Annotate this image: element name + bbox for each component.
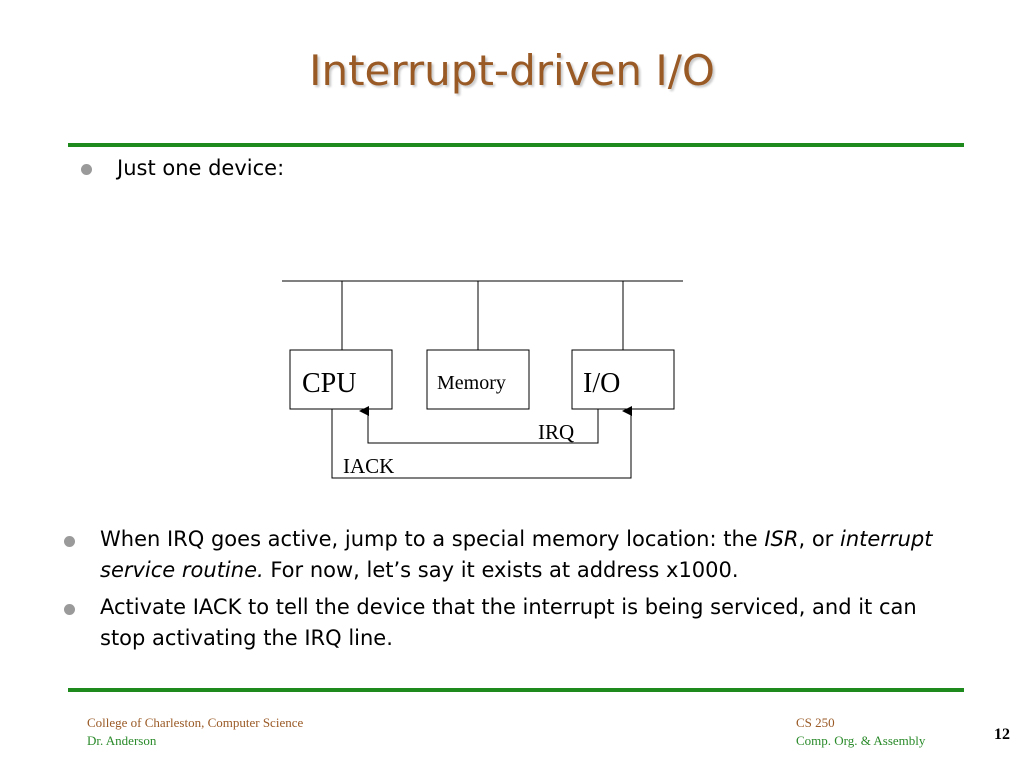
io-label: I/O [583, 368, 620, 399]
footer-course-code: CS 250 [796, 715, 835, 730]
bullet-dot-icon [64, 604, 75, 615]
page-number: 12 [994, 726, 1010, 743]
top-divider [68, 143, 964, 147]
cpu-label: CPU [302, 368, 356, 399]
footer-left: College of Charleston, Computer Science … [87, 714, 303, 750]
bullet-just-one-device: Just one device: [117, 156, 285, 180]
slide-title: Interrupt-driven I/O [309, 46, 715, 95]
footer-author: Dr. Anderson [87, 733, 157, 748]
bullet-irq-text-3: For now, let’s say it exists at address … [263, 558, 739, 582]
irq-label: IRQ [538, 420, 574, 444]
bullet-irq-active: When IRQ goes active, jump to a special … [100, 524, 960, 586]
bullet-activate-iack: Activate IACK to tell the device that th… [100, 595, 917, 650]
bullet-irq-text-1: When IRQ goes active, jump to a special … [100, 527, 765, 551]
iack-label: IACK [343, 454, 394, 478]
footer-right: CS 250 Comp. Org. & Assembly [796, 714, 925, 750]
bottom-divider [68, 688, 964, 692]
iack-line [331, 406, 632, 479]
isr-term: ISR [764, 527, 799, 551]
memory-box [426, 349, 530, 410]
bullet-irq-text-2: , or [798, 527, 840, 551]
irq-line [359, 406, 599, 444]
cpu-box [289, 349, 393, 410]
bullet-dot-icon [64, 536, 75, 547]
io-box [571, 349, 675, 410]
isr-full-term: interrupt service routine. [100, 527, 933, 582]
footer-course-name: Comp. Org. & Assembly [796, 733, 926, 748]
bullet-dot-icon [81, 164, 92, 175]
footer-institution: College of Charleston, Computer Science [87, 715, 304, 730]
memory-label: Memory [437, 372, 506, 394]
